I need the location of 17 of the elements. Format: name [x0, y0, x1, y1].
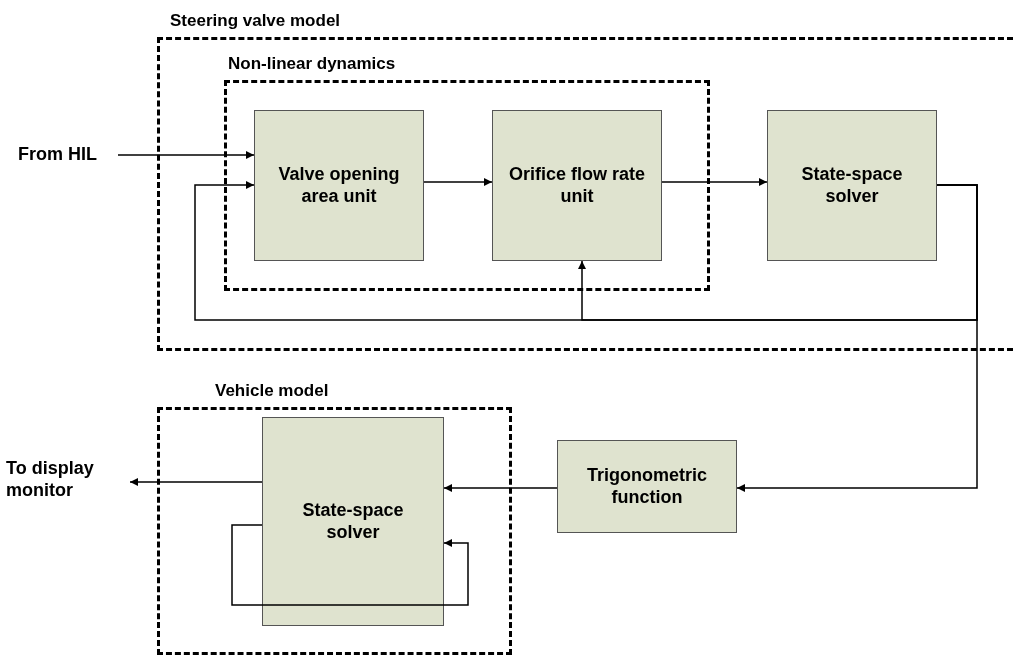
signal-label: From HIL	[18, 144, 118, 170]
process-block: Orifice flow rate unit	[492, 110, 662, 261]
group-title: Vehicle model	[215, 381, 329, 401]
arrow	[231, 524, 469, 606]
process-block: State-space solver	[262, 417, 444, 626]
arrow	[129, 478, 263, 486]
arrow	[736, 184, 978, 492]
group-title: Non-linear dynamics	[228, 54, 396, 74]
signal-label: To display monitor	[6, 458, 130, 504]
arrow	[661, 178, 768, 186]
arrow	[117, 151, 255, 159]
process-block: Valve opening area unit	[254, 110, 424, 261]
group-title: Steering valve model	[170, 11, 341, 31]
process-block: State-space solver	[767, 110, 937, 261]
process-block: Trigonometric function	[557, 440, 737, 533]
arrow	[443, 484, 558, 492]
arrow	[423, 178, 493, 186]
